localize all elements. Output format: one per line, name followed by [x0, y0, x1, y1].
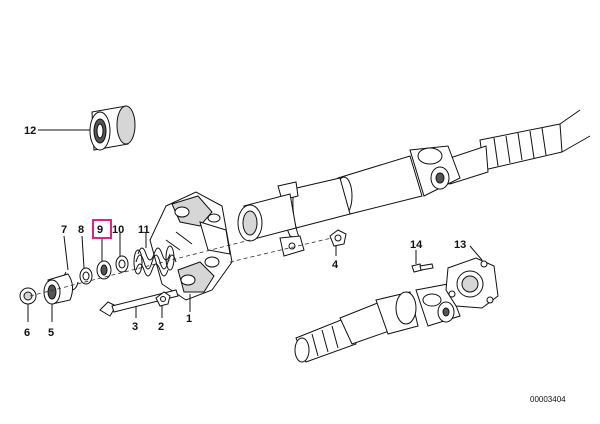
bolt-axis: [229, 235, 341, 263]
part-12-bearing[interactable]: [89, 105, 136, 151]
leader-8: [81, 235, 85, 269]
label-1: 1: [186, 313, 192, 325]
leader-7: [63, 235, 69, 271]
lower-driveshaft[interactable]: [294, 283, 461, 363]
leader-13: [469, 245, 483, 261]
label-12: 12: [24, 125, 36, 137]
part-6-cap[interactable]: [19, 287, 37, 305]
part-13-center-bearing[interactable]: [445, 257, 499, 309]
label-14: 14: [410, 239, 423, 251]
label-11: 11: [138, 224, 150, 236]
label-13: 13: [454, 239, 466, 251]
label-10: 10: [112, 224, 124, 236]
label-6: 6: [24, 327, 30, 339]
part-8-ring[interactable]: [79, 267, 93, 285]
part-10-washer[interactable]: [115, 255, 129, 273]
label-3: 3: [132, 321, 138, 333]
part-4-nut[interactable]: [329, 229, 347, 247]
part-5-bearing[interactable]: [43, 273, 74, 305]
highlight-box: [92, 219, 112, 239]
assembly-axis: [29, 239, 251, 297]
label-4: 4: [332, 259, 339, 271]
label-9: 9: [97, 224, 103, 236]
part-2-nut[interactable]: [155, 291, 171, 307]
part-11-spring[interactable]: [133, 245, 177, 277]
label-8: 8: [78, 224, 84, 236]
part-9-seal-ring[interactable]: [96, 260, 112, 280]
diagram-reference-code: 00003404: [530, 395, 566, 404]
part-1-flex-coupling[interactable]: [149, 191, 233, 301]
label-5: 5: [48, 327, 54, 339]
upper-driveshaft[interactable]: [237, 109, 591, 257]
label-7: 7: [61, 224, 67, 236]
part-14-screw[interactable]: [411, 263, 434, 273]
label-2: 2: [158, 321, 164, 333]
